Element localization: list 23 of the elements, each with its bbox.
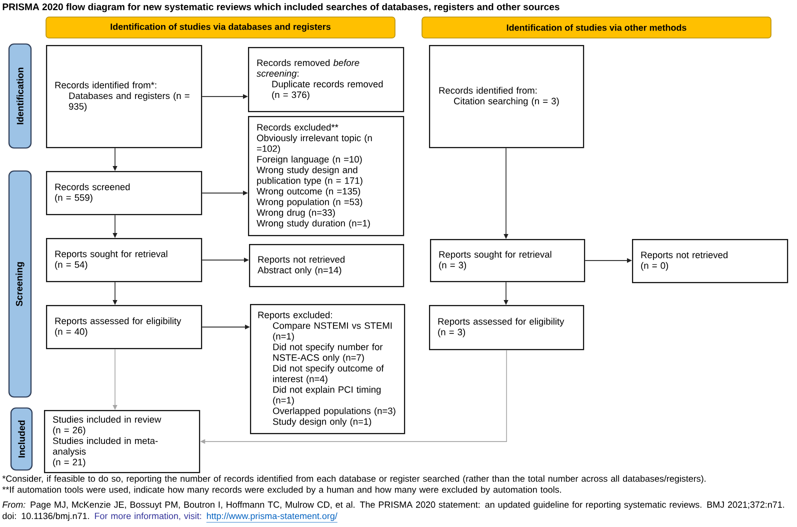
citation-text: From: Page MJ, McKenzie JE, Bossuyt PM, Boutron I, Hoffmann TC, Mulrow CD, et al. The PRISMA 2020 statement: an updated guideline for reporting systematic reviews. BMJ 2021;372:n71. doi: 10.1136/bmj.n71. For more information, visit: http://www.prisma-statement.org/ [2,501,784,522]
process-box: Reports not retrieved (n = 0) [632,239,788,284]
footnote: **If automation tools were used, indicate how many records were excluded by a human and how many were excluded by automation tools. [2,486,561,495]
phase-tab: Screening [8,170,32,398]
phase-tab: Included [10,407,33,471]
process-box: Reports sought for retrieval (n = 54) [46,238,202,282]
process-box: Records removed before screening: Duplicate records removed (n = 376) [248,47,404,112]
phase-tab: Identification [8,43,32,149]
process-box: Reports assessed for eligibility (n = 40) [46,305,202,350]
process-box: Reports assessed for eligibility (n = 3) [429,305,584,350]
process-box: Reports not retrieved Abstract only (n=14) [249,244,404,288]
link: http://www.prisma-statement.org/ [206,512,338,522]
section-header-bar: Identification of studies via other methods [422,16,772,38]
footnote: *Consider, if feasible to do so, reporting the number of records identified from each database or register searched (rather than the total number across all databases/registers). [2,475,706,484]
process-box: Records identified from*: Databases and registers (n = 935) [46,45,202,148]
process-box: Reports sought for retrieval (n = 3) [430,239,586,282]
process-box: Records screened (n = 559) [46,171,202,216]
process-box: Records excluded** Obviously irrelevant topic (n =102) Foreign language (n =10) Wrong study design and publication type (n = 171) Wrong outcome (n =135) Wrong population (n =53) Wrong drug (n=33) Wrong study duration (n=1) [248,116,404,236]
diagram-title: PRISMA 2020 flow diagram for new systematic reviews which included searches of databases, registers and other sources [2,3,560,12]
process-box: Studies included in review (n = 26) Studies included in meta-analysis (n = 21) [44,410,200,474]
process-box: Reports excluded: Compare NSTEMI vs STEMI (n=1) Did not specify number for NSTE-ACS only (n=7) Did not specify outcome of interest (n=4) Did not explain PCI timing (n=1) Overlapped populations (n=3) Study design only (n=1) [250,304,406,434]
section-header-bar: Identification of studies via databases and registers [46,16,396,38]
process-box: Records identified from: Citation searching (n = 3) [429,45,584,148]
